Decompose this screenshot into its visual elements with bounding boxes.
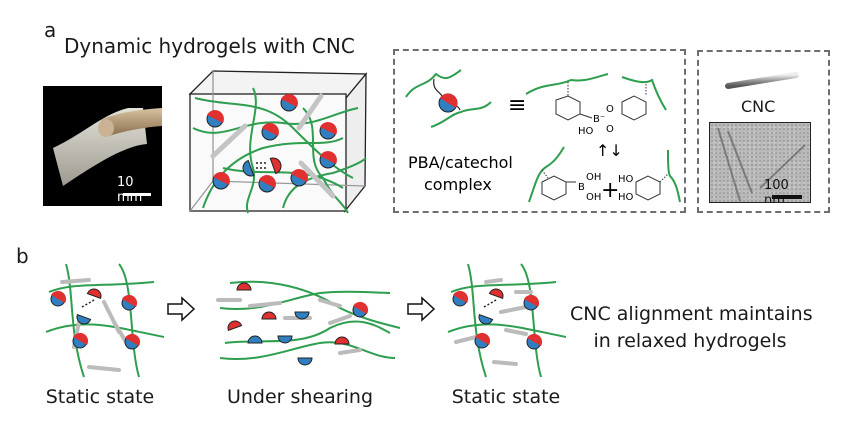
conclusion-line2: in relaxed hydrogels — [593, 330, 787, 352]
sheared-units — [227, 282, 369, 366]
complex-units — [452, 288, 543, 350]
pba-catechol-complexes — [206, 94, 337, 193]
oxygen-atom-1: O — [606, 104, 614, 115]
photo-scale-label: 10 mm — [117, 175, 143, 205]
panel-a-label: a — [44, 18, 57, 42]
hydrogel-strip-image — [53, 108, 162, 186]
complex-unit — [280, 94, 298, 112]
box-outline — [188, 70, 368, 213]
dissociated-pair — [242, 157, 282, 177]
complex-unit — [212, 172, 230, 190]
complex-unit — [319, 122, 337, 140]
tem-scale-label: 100 nm — [764, 178, 789, 202]
pba-boron-atom: B — [578, 182, 585, 193]
catechol-hydroxyl-2: HO — [618, 192, 634, 203]
cnc-box — [697, 50, 830, 213]
static-network-1 — [45, 263, 164, 378]
complex-chemistry-diagram: ≡ PBA/catechol complex B⁻ O O HO ↑↓ B OH… — [405, 69, 681, 203]
boronate-ester-structure — [525, 73, 667, 121]
oxygen-atom-2: O — [606, 124, 614, 135]
arrow-icon — [167, 296, 196, 322]
cnc-rod-icon — [725, 72, 799, 89]
conclusion-line1: CNC alignment maintains — [570, 303, 813, 325]
complex-label-line1: PBA/catechol — [408, 153, 513, 172]
pba-hydroxyl-1: OH — [586, 172, 601, 183]
boron-anion-atom: B⁻ — [593, 114, 605, 125]
complex-unit — [258, 175, 276, 193]
panel-b-label: b — [16, 244, 29, 268]
complex-unit — [290, 169, 308, 187]
equivalent-symbol: ≡ — [508, 93, 526, 118]
hydrogel-photo: 10 mm — [43, 86, 162, 206]
tem-scale-bar — [772, 195, 802, 199]
tem-image: 100 nm — [709, 122, 811, 203]
complex-unit — [206, 110, 224, 128]
complex-label-line2: complex — [424, 175, 492, 194]
catechol-hydroxyl-1: HO — [618, 174, 634, 185]
equilibrium-arrows: ↑↓ — [596, 141, 623, 160]
photo-scale-bar — [123, 193, 151, 196]
stage-caption-static-1: Static state — [45, 386, 155, 408]
tem-fibrils — [717, 127, 806, 202]
complex-unit — [319, 151, 337, 169]
cnc-label: CNC — [741, 97, 776, 116]
tweezer-tip — [98, 119, 114, 137]
stage-caption-shearing: Under shearing — [226, 386, 374, 408]
static-network-2 — [447, 263, 566, 378]
arrow-icon — [407, 296, 436, 322]
pba-hydroxyl-2: OH — [586, 192, 601, 203]
hydroxyl-group: HO — [578, 126, 594, 137]
stage-caption-static-2: Static state — [451, 386, 561, 408]
tweezers — [101, 108, 162, 136]
catechol-structure — [635, 149, 681, 203]
hydrogel-network-3d — [188, 70, 368, 214]
complex-unit — [261, 123, 279, 141]
sheared-network — [216, 280, 400, 366]
complex-symbol — [405, 69, 492, 128]
complex-chemistry-box — [393, 49, 686, 213]
plus-symbol: + — [601, 178, 619, 203]
complex-units — [50, 288, 141, 350]
phenylboronic-acid-structure — [528, 146, 576, 203]
cnc-rods — [210, 93, 336, 199]
panel-a-title: Dynamic hydrogels with CNC — [64, 34, 355, 58]
